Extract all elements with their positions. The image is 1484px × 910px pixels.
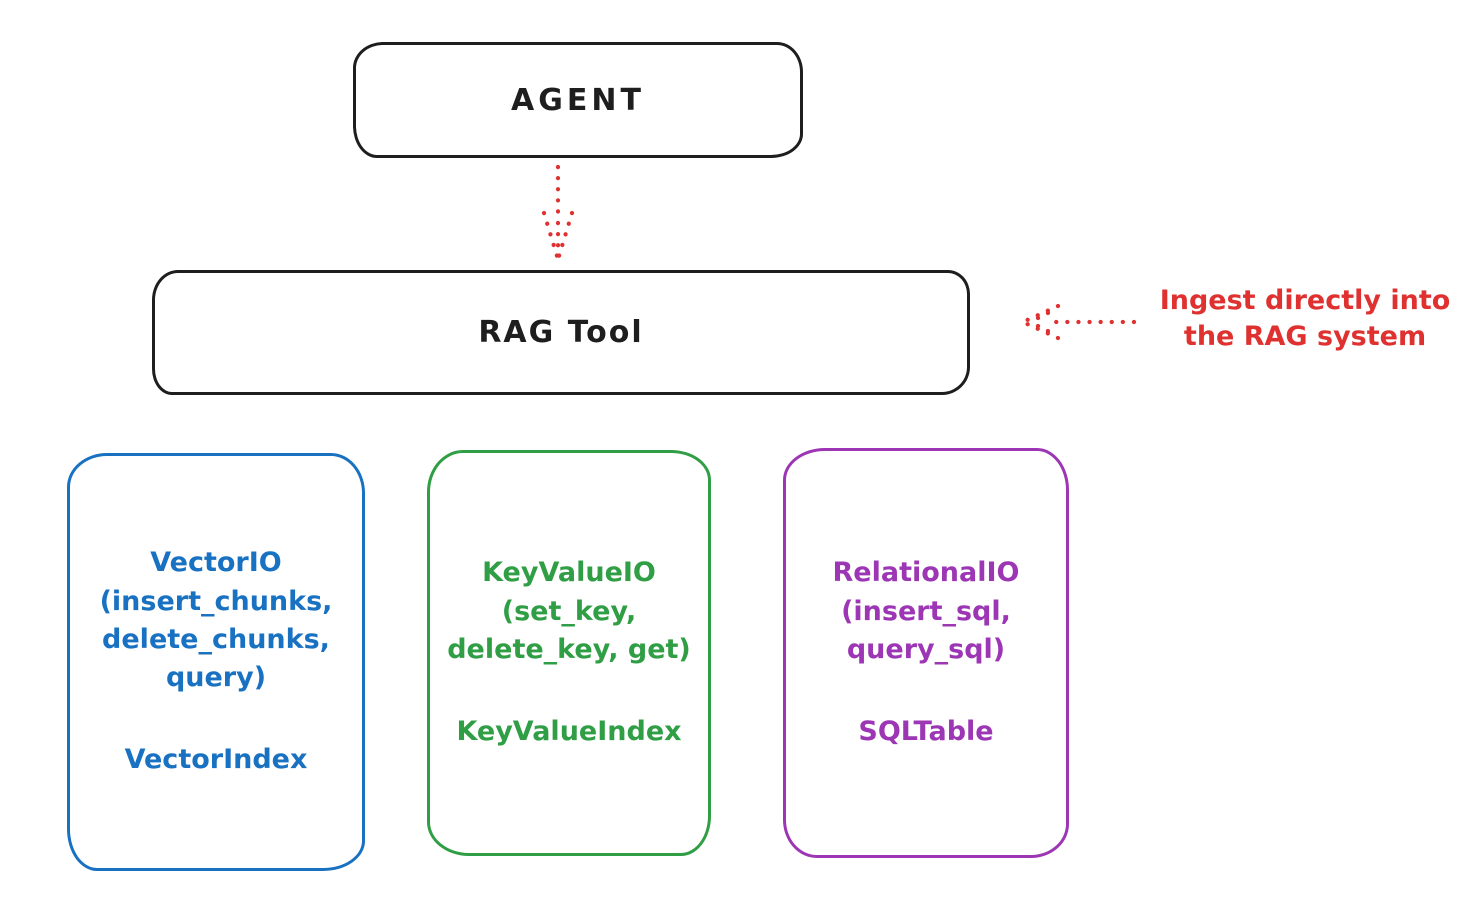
vectorio-line: delete_chunks, (102, 623, 330, 655)
agent-label: AGENT (511, 82, 645, 118)
ingest-annotation: Ingest directly into the RAG system (1135, 283, 1475, 356)
vectorio-index-label: VectorIndex (124, 744, 308, 776)
ingest-annotation-line2: the RAG system (1183, 321, 1427, 353)
relationalio-card: RelationalIO (insert_sql, query_sql) SQL… (783, 448, 1069, 858)
vectorio-card-lines: VectorIO (insert_chunks, delete_chunks, … (100, 544, 333, 697)
annotation-to-rag-arrow-strokes (1022, 303, 1137, 341)
annotation-to-rag-arrow (1022, 303, 1137, 341)
relationalio-line: RelationalIO (832, 557, 1020, 589)
relationalio-index-label: SQLTable (858, 716, 994, 748)
keyvalueio-line: KeyValueIO (482, 557, 656, 589)
relationalio-card-lines: RelationalIO (insert_sql, query_sql) (833, 554, 1020, 669)
keyvalueio-card-lines: KeyValueIO (set_key, delete_key, get) (447, 554, 691, 669)
rag-tool-node: RAG Tool (152, 270, 970, 395)
vectorio-line: query) (165, 662, 267, 694)
vectorio-line: VectorIO (150, 547, 282, 579)
keyvalueio-line: delete_key, get) (447, 634, 691, 665)
relationalio-line: (insert_sql, (841, 595, 1011, 627)
rag-tool-label: RAG Tool (478, 315, 644, 350)
agent-node: AGENT (353, 42, 803, 158)
relationalio-line: query_sql) (846, 634, 1006, 665)
keyvalueio-index-label: KeyValueIndex (456, 716, 682, 748)
keyvalueio-line: (set_key, (501, 595, 637, 627)
ingest-annotation-line1: Ingest directly into (1159, 285, 1451, 316)
agent-to-rag-arrow (541, 164, 575, 259)
vectorio-line: (insert_chunks, (99, 585, 333, 617)
agent-to-rag-arrow-strokes (541, 164, 575, 259)
keyvalueio-card: KeyValueIO (set_key, delete_key, get) Ke… (427, 450, 711, 856)
vectorio-card: VectorIO (insert_chunks, delete_chunks, … (67, 453, 365, 871)
